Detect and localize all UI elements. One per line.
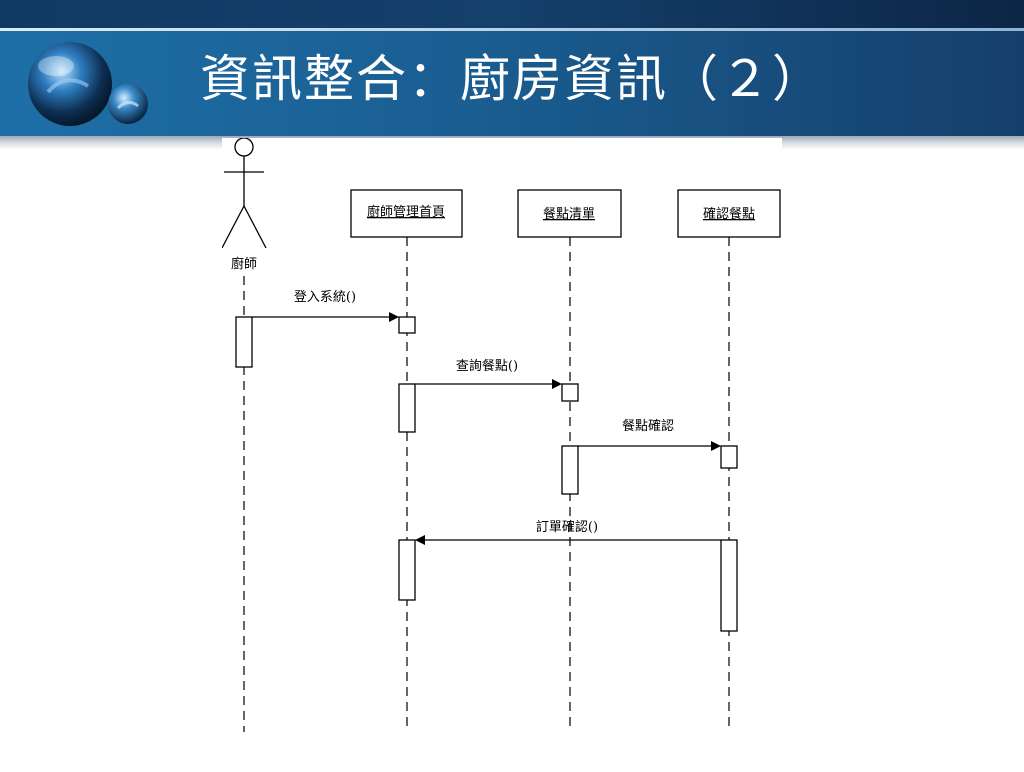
sequence-diagram: 廚師 廚師管理首頁 餐點清單 確認餐點 登入系統() 查詢餐點() 餐點確認 訂… (221, 137, 782, 768)
message-label-1: 登入系統() (294, 290, 356, 305)
message-label-3: 餐點確認 (622, 418, 674, 434)
activation-confirm-2 (720, 539, 738, 632)
actor-figure (221, 137, 267, 249)
object-label-list: 餐點清單 (543, 206, 595, 222)
object-label-confirm: 確認餐點 (703, 206, 755, 222)
sequence-diagram-canvas: 廚師 廚師管理首頁 餐點清單 確認餐點 登入系統() 查詢餐點() 餐點確認 訂… (221, 137, 781, 732)
globe-logo-icon (28, 42, 148, 126)
message-label-4: 訂單確認() (536, 519, 598, 535)
activation-list-1 (561, 383, 579, 402)
object-label-home: 廚師管理首頁 (367, 204, 445, 220)
header-stripe (0, 28, 1024, 31)
slide-header: 資訊整合：廚房資訊（２） (0, 0, 1024, 136)
slide-title: 資訊整合：廚房資訊（２） (200, 50, 824, 108)
activation-list-2 (561, 445, 579, 495)
actor-label: 廚師 (231, 256, 257, 272)
activation-home-2 (398, 383, 416, 433)
activation-home-1 (398, 316, 416, 334)
activation-actor (235, 316, 253, 368)
activation-confirm-1 (720, 445, 738, 469)
header-top-band (0, 0, 1024, 28)
message-label-2: 查詢餐點() (456, 358, 518, 374)
activation-home-3 (398, 539, 416, 601)
